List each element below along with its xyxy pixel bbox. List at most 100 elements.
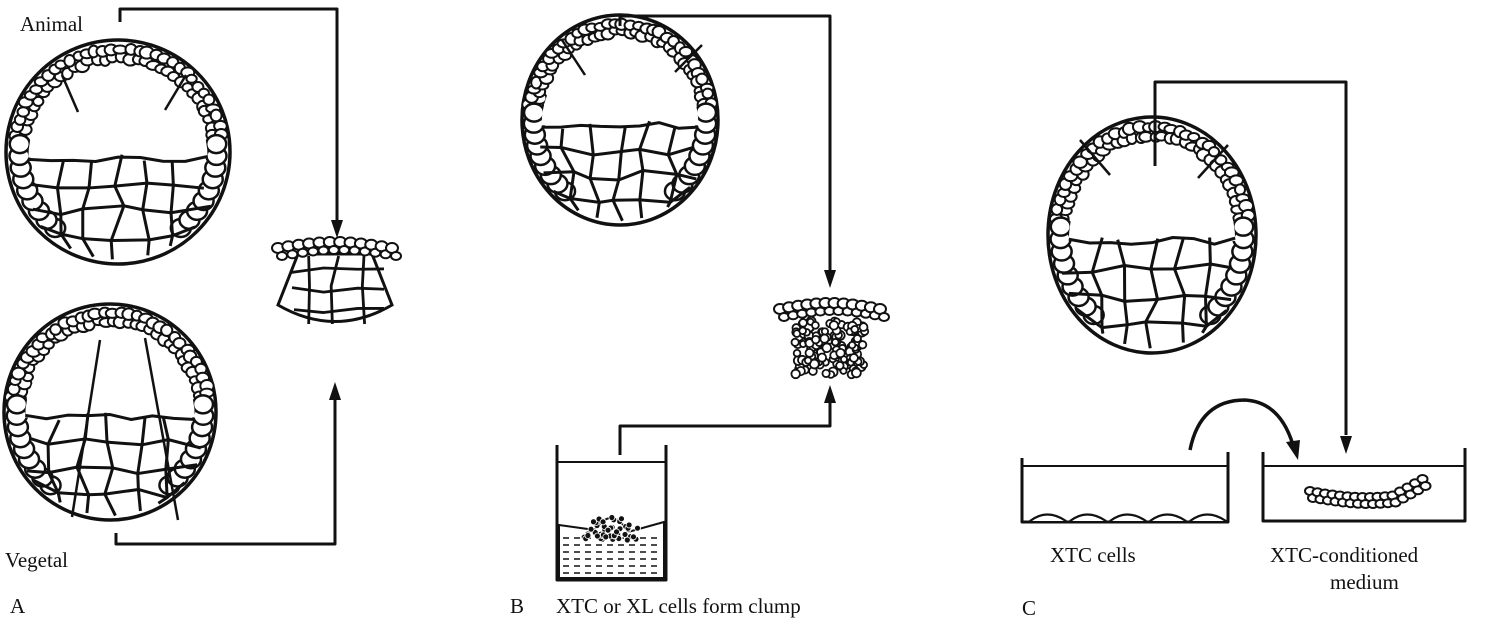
arrowhead-down — [824, 270, 836, 288]
embryo-a-animal-cut — [4, 38, 232, 266]
animal-cell — [32, 95, 45, 107]
embryo-a-vegetal-cut — [2, 302, 218, 522]
yolk-cell-wall — [559, 128, 580, 212]
animal-cap-cell — [878, 312, 890, 322]
xtc-cells-label: XTC cells — [1050, 543, 1136, 567]
mesoderm-cell — [852, 334, 862, 344]
cell-clump — [613, 528, 620, 536]
animal-cell — [49, 323, 62, 336]
marginal-cell — [8, 133, 32, 155]
animal-cell — [701, 87, 714, 100]
marginal-cell — [1231, 216, 1255, 237]
mesoderm-cell — [839, 355, 848, 364]
arrowhead-down — [331, 220, 343, 238]
clump-caption: XTC or XL cells form clump — [556, 594, 801, 618]
yolk-cell-wall — [141, 160, 151, 256]
panel-letter-a: A — [10, 594, 26, 618]
marginal-cell — [522, 102, 546, 123]
blastocoel — [541, 43, 699, 126]
cell-clump — [602, 533, 610, 541]
arrowhead-up — [824, 385, 836, 403]
cell-clump — [587, 525, 595, 533]
cell-clump — [584, 532, 592, 539]
cell-clump — [625, 521, 633, 529]
yolk-cell-wall — [168, 161, 175, 247]
yolk-cell-wall — [46, 419, 62, 503]
panel-letter-b: B — [510, 594, 525, 618]
mesoderm-cell — [804, 348, 815, 358]
animal-cell — [185, 73, 198, 84]
xtc-cell — [1029, 513, 1067, 522]
marginal-cell — [694, 102, 718, 123]
mesoderm-cell — [798, 318, 808, 328]
yolk-cell-wall — [157, 417, 170, 505]
mesoderm-cell — [790, 368, 801, 380]
cut-line — [163, 74, 188, 111]
cell-clump — [623, 536, 631, 544]
mesoderm-cell — [792, 348, 802, 358]
culture-well — [555, 445, 668, 582]
arrow-vegetal-to-explant — [114, 400, 337, 546]
yolk-cell-wall — [638, 120, 651, 219]
animal-cell — [63, 53, 76, 68]
blastocoel — [25, 333, 195, 418]
mesoderm-cell — [858, 322, 869, 332]
arrows-a — [114, 7, 343, 546]
cell-clump — [599, 518, 607, 526]
cell-clump — [608, 514, 616, 521]
yolk-cell-wall — [55, 159, 72, 250]
mesoderm-cell — [798, 326, 807, 336]
animal-label: Animal — [20, 12, 83, 36]
panel-letter-c: C — [1022, 596, 1037, 620]
yolk-cell-wall — [109, 154, 126, 260]
conditioned-label-line1: XTC-conditioned — [1270, 543, 1419, 567]
explant-cell-wall — [289, 266, 385, 275]
marginal-cell — [5, 394, 29, 415]
vegetal-label: Vegetal — [5, 548, 68, 572]
animal-cell — [678, 46, 694, 58]
animal-cell — [1207, 146, 1221, 158]
dish-xtc-cells — [1020, 452, 1230, 524]
arrows-b — [618, 14, 836, 455]
cell-clump — [593, 532, 601, 540]
cut-line — [1197, 144, 1229, 179]
mesoderm-cell — [819, 333, 830, 344]
mesoderm-cell — [848, 353, 859, 363]
marginal-cell — [191, 394, 215, 415]
conditioned-label-line2: medium — [1330, 570, 1399, 594]
explant-a — [271, 236, 402, 325]
xtc-cell — [1189, 513, 1227, 522]
blastocoel — [1068, 148, 1236, 241]
explant-cell-wall — [291, 286, 385, 294]
arrow-embryo-to-medium — [1153, 80, 1348, 435]
mesoderm-cell — [835, 347, 846, 359]
dish-conditioned-medium — [1261, 448, 1467, 523]
well-wall — [555, 445, 668, 582]
cut-line — [1079, 139, 1111, 176]
mesoderm-cell — [790, 337, 800, 347]
animal-cap-cell — [390, 251, 402, 261]
embryo-c — [1046, 115, 1258, 355]
mesoderm-cell — [821, 368, 831, 378]
yolk-cell-wall — [136, 417, 147, 512]
animal-cap-cell — [286, 249, 299, 260]
yolk-cell-wall — [666, 127, 679, 208]
xtc-cell — [1069, 513, 1107, 522]
arrowhead-down — [1340, 436, 1352, 454]
yolk-cell-wall — [1116, 239, 1129, 345]
mesoderm-cell — [828, 320, 840, 331]
animal-cell — [209, 108, 223, 123]
animal-cap-cell — [296, 247, 309, 258]
blastocoel-floor — [28, 154, 208, 164]
mesoderm-cell — [831, 338, 840, 347]
blastocoel-floor — [1068, 235, 1236, 246]
mesoderm-cell — [848, 340, 857, 350]
animal-cell — [42, 339, 55, 350]
arrow-clump-to-explant — [618, 402, 832, 455]
arrows-c — [1153, 80, 1352, 460]
yolk-cell-wall — [81, 162, 95, 258]
mesoderm-cell — [820, 327, 829, 336]
transfer-arrow-curve — [1188, 398, 1295, 451]
cell-clump — [604, 526, 612, 534]
